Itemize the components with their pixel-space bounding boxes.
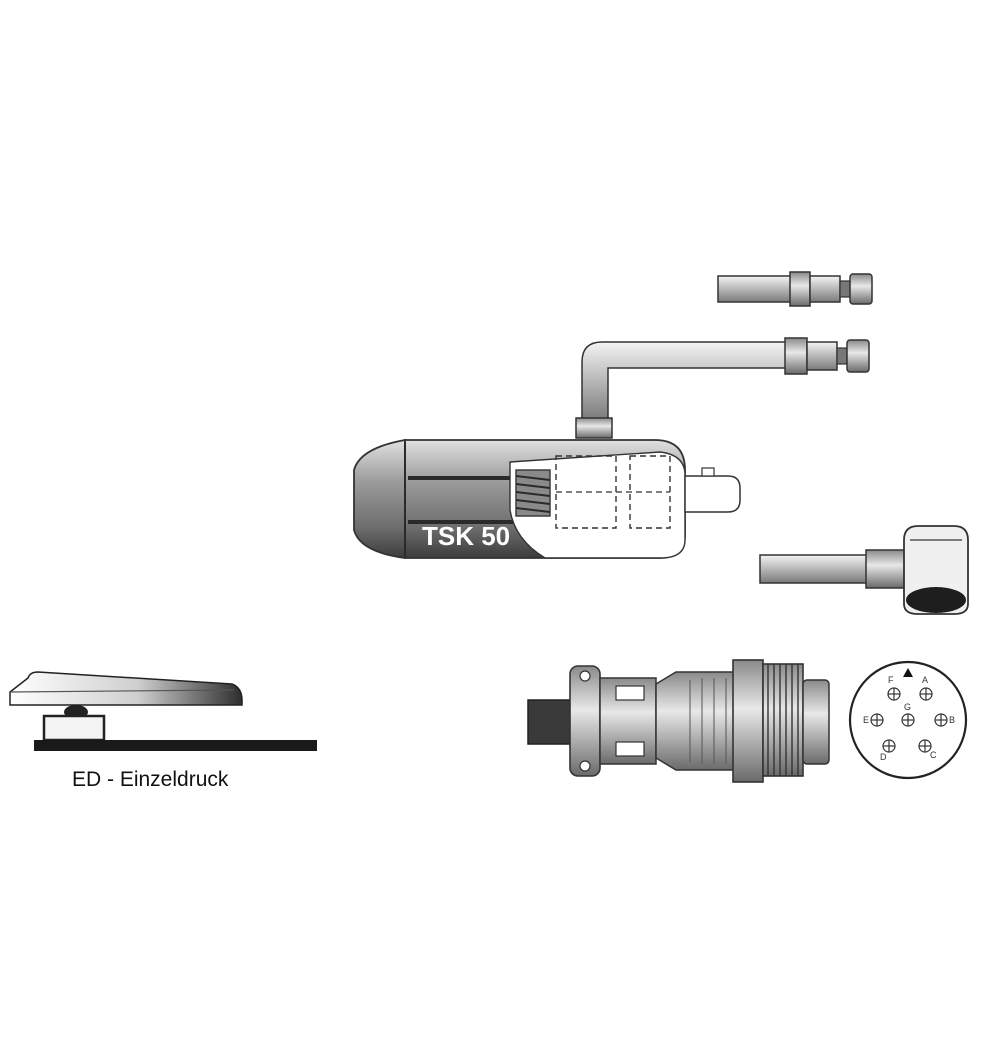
upper-hose-coupling [717, 271, 873, 307]
torch-assembly: TSK 50 [353, 337, 870, 560]
pin-label-a: A [922, 675, 928, 685]
pin-label-c: C [930, 750, 937, 760]
torch-label: TSK 50 [422, 521, 510, 551]
pin-label-d: D [880, 752, 887, 762]
pedal-caption: ED - Einzeldruck [72, 768, 229, 791]
angled-plug [759, 525, 969, 615]
pin-label-g: G [904, 702, 911, 712]
pin-label-e: E [863, 715, 869, 725]
circular-connector [527, 659, 830, 783]
pin-label-b: B [949, 715, 955, 725]
foot-pedal [9, 671, 317, 751]
pin-label-f: F [888, 675, 894, 685]
connector-pinout: F A E G B D C [848, 660, 968, 780]
